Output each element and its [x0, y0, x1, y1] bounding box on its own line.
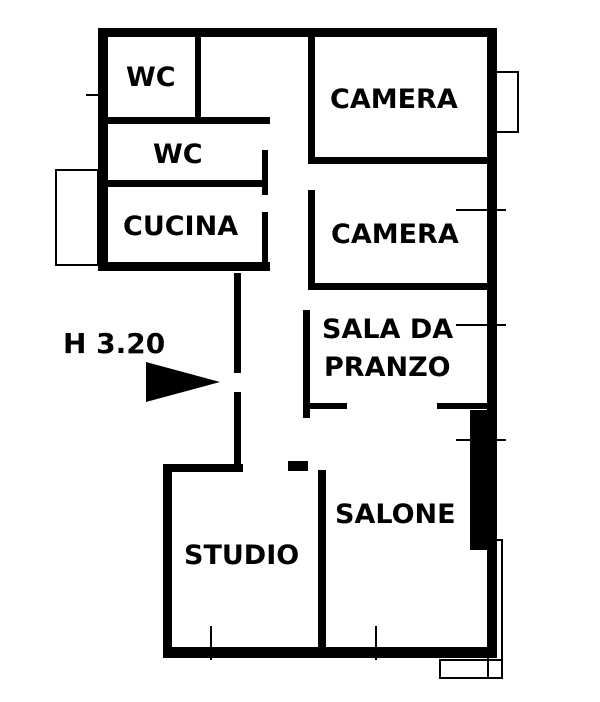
- wall-left-lower: [163, 464, 172, 658]
- room-label-camera-2: CAMERA: [331, 219, 459, 250]
- wall-wc1-bottom: [108, 117, 270, 124]
- wall-corridor-left: [234, 273, 241, 373]
- wall-right: [487, 28, 497, 658]
- wall-camera1-left: [308, 37, 315, 164]
- wall-sala-bottom-right: [437, 403, 488, 409]
- wall-sala-left: [303, 310, 310, 418]
- wall-corridor-stub: [288, 461, 308, 471]
- ceiling-height-label: H 3.20: [63, 327, 165, 360]
- walls: [98, 28, 497, 658]
- room-label-wc-2: WC: [153, 139, 203, 170]
- wall-wc1-right: [195, 37, 201, 117]
- balcony-bottom-right-ledge: [439, 659, 503, 679]
- wall-camera2-bottom: [308, 283, 488, 290]
- room-label-studio: STUDIO: [184, 540, 299, 571]
- wall-left-upper: [98, 28, 108, 271]
- fixtures: [55, 71, 519, 679]
- wall-wc2-bottom: [108, 180, 268, 187]
- balcony-left: [55, 169, 99, 266]
- wall-kitchen-bottom: [98, 262, 270, 271]
- wall-bottom: [163, 647, 497, 658]
- room-label-salone: SALONE: [335, 499, 456, 530]
- room-label-sala-line1: SALA DA: [322, 314, 453, 345]
- room-label-cucina: CUCINA: [123, 211, 238, 242]
- room-label-sala-line2: PRANZO: [324, 352, 451, 383]
- entrance-arrow-icon: [146, 362, 220, 402]
- wall-camera1-bottom: [308, 157, 488, 164]
- room-label-camera-1: CAMERA: [330, 84, 458, 115]
- room-label-wc-1: WC: [126, 62, 176, 93]
- wall-top: [98, 28, 494, 37]
- wall-studio-right: [318, 470, 326, 650]
- wall-corridor-left-lower: [234, 392, 241, 472]
- wall-studio-top-left: [163, 464, 243, 472]
- wall-wc2-right: [262, 150, 268, 195]
- wall-cucina-right: [262, 212, 268, 270]
- wall-salone-right-thick: [470, 410, 487, 550]
- balcony-right: [495, 71, 519, 133]
- wall-sala-bottom-left: [303, 403, 347, 409]
- wall-camera2-left: [308, 190, 315, 290]
